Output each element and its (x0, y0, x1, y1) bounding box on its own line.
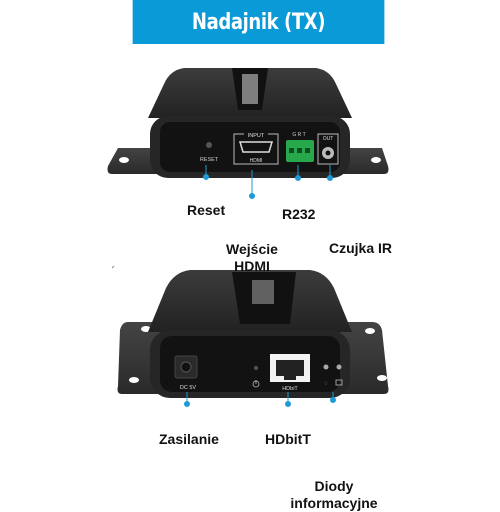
callout-power-text: Zasilanie (159, 431, 219, 447)
hdmi-label: HDMI (250, 158, 263, 164)
reset-label: RESET (200, 157, 219, 163)
out-label: OUT (323, 136, 334, 142)
grt-label: G R T (292, 132, 305, 138)
right-mounting-ear (340, 148, 389, 174)
rear-callout-leaders (184, 392, 336, 407)
front-callout-leaders (203, 165, 333, 199)
page-title: Nadajnik (TX) (191, 9, 326, 35)
callout-r232: R232 (282, 206, 315, 223)
input-label: INPUT (248, 133, 265, 139)
callout-hdmi-input: Wejście HDMI (222, 224, 282, 275)
callout-ir-sensor-text: Czujka IR (329, 240, 393, 256)
callout-leds-text: Diody informacyjne (290, 478, 378, 511)
stray-mark (111, 265, 115, 269)
callout-hdmi-input-text: Wejście HDMI (226, 241, 278, 274)
callout-r232-text: R232 (282, 206, 316, 222)
hdmi-port-icon (238, 141, 274, 153)
left-mounting-ear (107, 148, 158, 174)
monitor-icon (335, 379, 343, 386)
led-2 (336, 364, 342, 370)
reset-button (206, 142, 212, 148)
ir-out-box (317, 133, 339, 165)
callout-power: Zasilanie (159, 431, 219, 448)
callout-reset-text: Reset (187, 202, 226, 218)
callout-leds: Diody informacyjne (281, 461, 387, 512)
callout-ir-sensor: Czujka IR (329, 240, 392, 257)
dc-label: DC 5V (180, 385, 197, 391)
callout-hdbitt: HDbitT (265, 431, 311, 448)
link-icon: ◌ (324, 381, 328, 387)
led-1 (323, 364, 329, 370)
hdbit-label: HDbiT (282, 386, 298, 392)
rear-device: DC 5V HDbiT ◌ (117, 270, 389, 398)
front-device: RESET INPUT HDMI G R T OUT (107, 68, 389, 178)
callout-reset: Reset (187, 202, 225, 219)
callout-hdbitt-text: HDbitT (265, 431, 311, 447)
page-title-banner: Nadajnik (TX) (132, 0, 385, 44)
